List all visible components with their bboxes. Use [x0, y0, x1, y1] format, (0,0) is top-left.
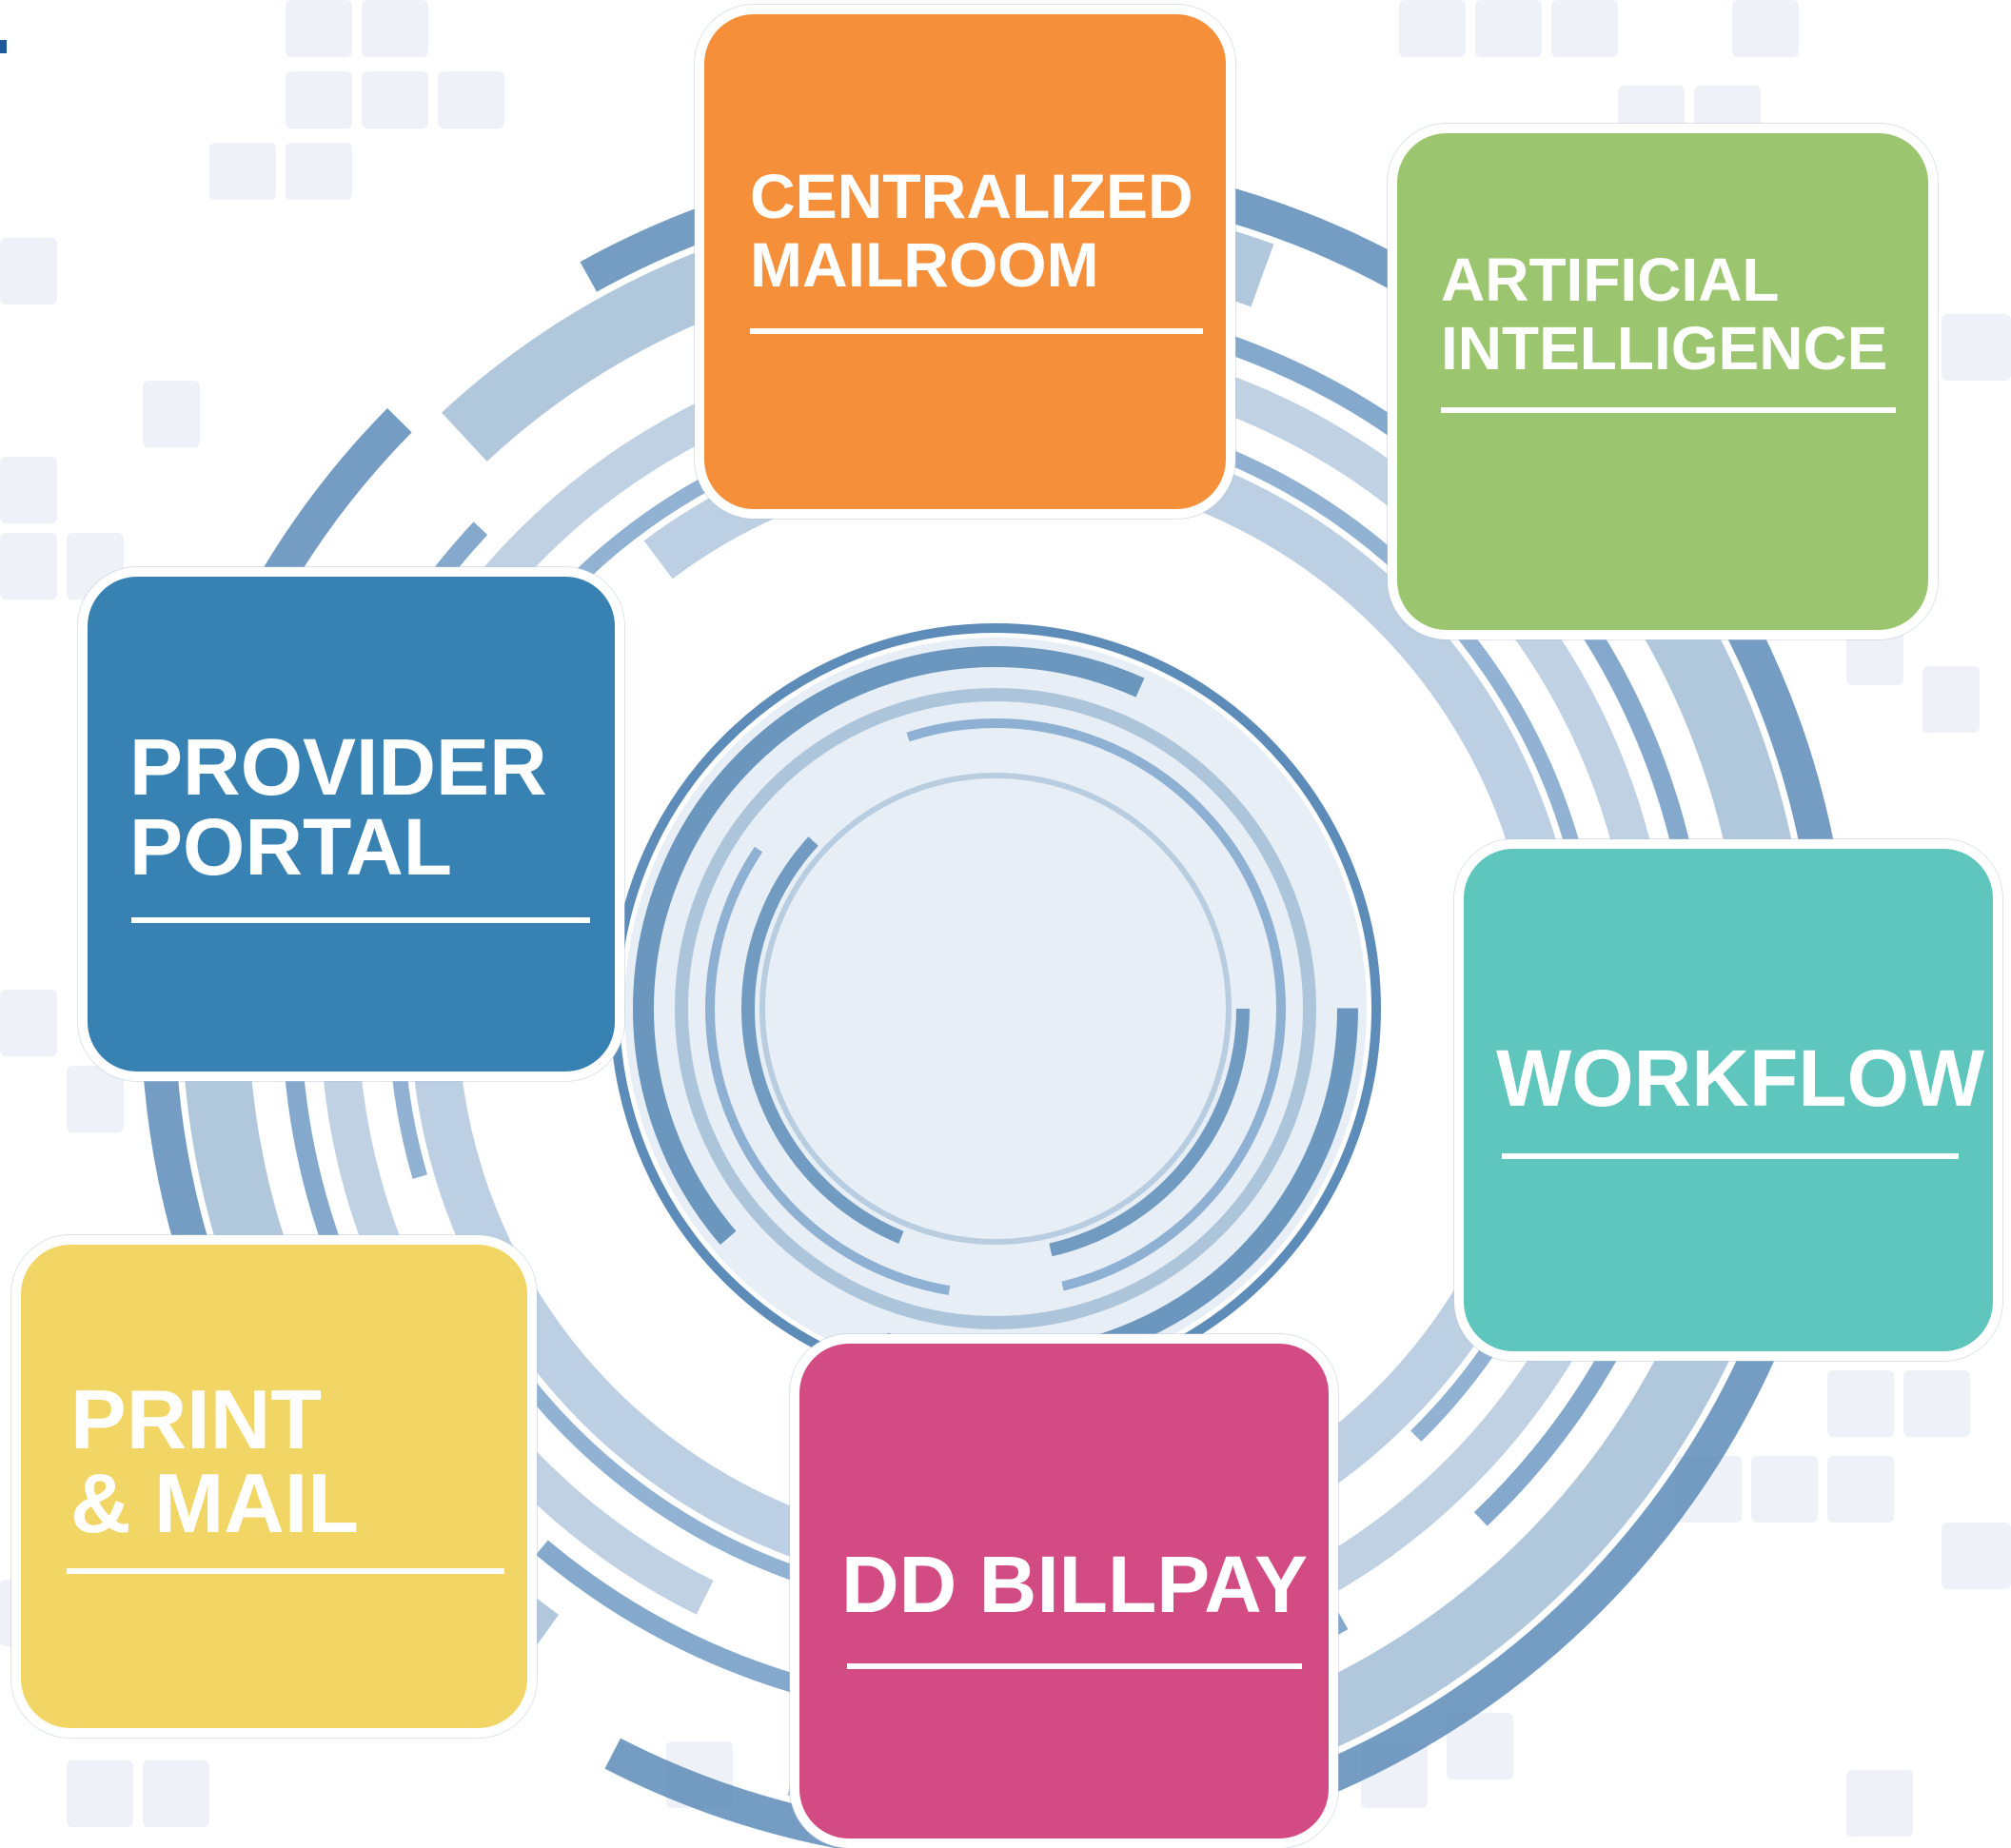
centralized-mailroom-box: CENTRALIZED MAILROOM: [695, 5, 1235, 519]
artificial-intelligence-line1: ARTIFICIAL: [1441, 246, 1780, 314]
provider-portal-box: PROVIDER PORTAL: [78, 567, 624, 1081]
dd-billpay-line1: DD BILLPAY: [841, 1540, 1309, 1629]
print-mail-label: PRINT & MAIL: [70, 1378, 359, 1545]
dd-billpay-label: DD BILLPAY: [841, 1542, 1308, 1627]
artificial-intelligence-label: ARTIFICIAL INTELLIGENCE: [1441, 246, 1887, 383]
artificial-intelligence-underline: [1441, 407, 1896, 413]
print-mail-underline: [67, 1568, 504, 1574]
artificial-intelligence-line2: INTELLIGENCE: [1441, 314, 1888, 383]
inner-ring-c: [675, 688, 1316, 1329]
workflow-underline: [1502, 1153, 1959, 1159]
provider-portal-line1: PROVIDER: [129, 722, 547, 812]
inner-ring-d: [705, 718, 1286, 1299]
corner-accent-mark: [0, 40, 7, 53]
dd-billpay-box: DD BILLPAY: [790, 1334, 1338, 1848]
centralized-mailroom-label: CENTRALIZED MAILROOM: [750, 162, 1193, 299]
inner-core: [767, 780, 1224, 1237]
workflow-box: WORKFLOW: [1454, 839, 2002, 1361]
centralized-mailroom-underline: [750, 328, 1203, 334]
workflow-line1: WORKFLOW: [1496, 1033, 1985, 1123]
centralized-mailroom-line1: CENTRALIZED: [750, 161, 1193, 231]
artificial-intelligence-box: ARTIFICIAL INTELLIGENCE: [1388, 124, 1938, 639]
inner-ring-e: [741, 755, 1250, 1263]
inner-ring-f: [759, 773, 1232, 1245]
workflow-label: WORKFLOW: [1496, 1035, 1984, 1121]
print-mail-box: PRINT & MAIL: [11, 1235, 537, 1738]
print-mail-line2: & MAIL: [70, 1456, 360, 1550]
print-mail-line1: PRINT: [70, 1372, 322, 1466]
provider-portal-underline: [131, 917, 590, 923]
dd-billpay-underline: [847, 1663, 1302, 1669]
provider-portal-label: PROVIDER PORTAL: [129, 727, 547, 887]
provider-portal-line2: PORTAL: [129, 802, 453, 892]
centralized-mailroom-line2: MAILROOM: [750, 229, 1099, 300]
